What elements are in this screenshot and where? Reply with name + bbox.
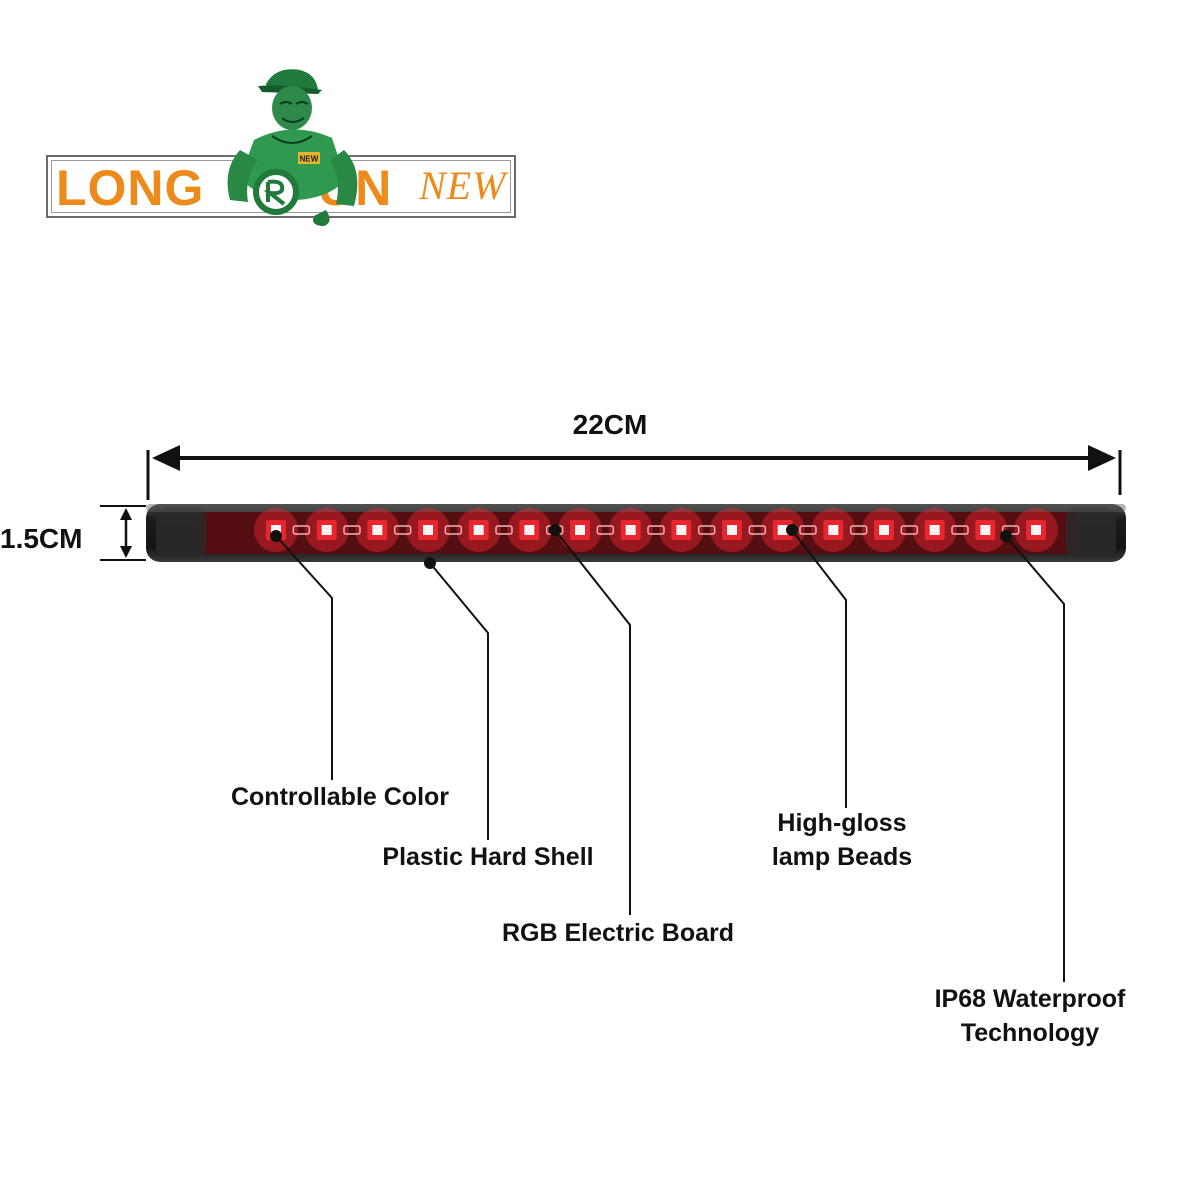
led-bead-core xyxy=(1031,525,1041,535)
board-pad xyxy=(343,525,361,535)
label-line: High-gloss xyxy=(777,809,907,837)
length-arrow-head-left xyxy=(152,445,180,471)
led-bead-core xyxy=(524,525,535,535)
board-pad xyxy=(444,525,463,535)
led-bead-core xyxy=(777,525,788,535)
height-arrow-head-bottom xyxy=(120,546,132,558)
mascot-badge-text: NEW xyxy=(300,155,319,164)
led-bead-core xyxy=(727,525,737,535)
label-plastic-hard-shell: Plastic Hard Shell xyxy=(338,840,638,874)
label-line: Controllable Color xyxy=(230,783,450,811)
logo-word-new: NEW xyxy=(419,163,507,208)
callout-line-plastic-hard-shell xyxy=(429,562,489,840)
board-pad xyxy=(495,525,513,535)
board-pad xyxy=(900,525,919,535)
board-pad xyxy=(748,525,767,535)
board-pad xyxy=(849,525,868,535)
board-pad xyxy=(596,525,615,535)
led-bead-core xyxy=(321,525,332,535)
label-controllable-color: Controllable Color xyxy=(190,780,490,814)
callout-line-rgb-electric-board xyxy=(554,529,631,915)
led-bead-core xyxy=(625,525,636,535)
label-line: Plastic Hard Shell xyxy=(382,843,594,871)
led-bead-core xyxy=(676,525,687,535)
board-pad xyxy=(647,525,665,535)
label-line: IP68 Waterproof xyxy=(934,985,1126,1013)
led-bead-core xyxy=(372,525,383,535)
led-bead-core xyxy=(980,525,991,535)
led-bead-core xyxy=(879,525,889,535)
label-line: RGB Electric Board xyxy=(501,919,734,947)
led-bead-core xyxy=(929,525,940,535)
height-label: 1.5CM xyxy=(0,523,83,554)
callout-line-controllable-color xyxy=(275,535,333,780)
board-pad xyxy=(292,525,311,535)
led-bead-core xyxy=(423,525,433,535)
callout-line-high-gloss-lamp-beads xyxy=(791,529,847,808)
label-high-gloss-lamp-beads: High-gloss lamp Beads xyxy=(722,806,962,874)
led-bar xyxy=(146,504,1126,562)
height-arrow-head-top xyxy=(120,508,132,520)
board-pad xyxy=(799,525,817,535)
label-line: Technology xyxy=(960,1019,1100,1047)
led-bead-core xyxy=(828,525,839,535)
brand-logo: LONG UN NEW NEW xyxy=(46,60,518,230)
led-bead-core xyxy=(575,525,585,535)
label-rgb-electric-board: RGB Electric Board xyxy=(468,916,768,950)
length-label: 22CM xyxy=(572,409,648,440)
label-line: lamp Beads xyxy=(771,843,913,871)
board-pad xyxy=(393,525,412,535)
board-pad xyxy=(951,525,969,535)
label-ip68-waterproof: IP68 Waterproof Technology xyxy=(900,982,1160,1050)
led-bead-core xyxy=(473,525,484,535)
mascot-icon: NEW xyxy=(227,69,358,226)
length-arrow-head-right xyxy=(1088,445,1116,471)
callout-line-ip68-waterproof xyxy=(1005,535,1065,982)
callout-lines xyxy=(270,524,1065,982)
board-pad xyxy=(697,525,716,535)
logo-word-long: LONG xyxy=(56,160,205,216)
